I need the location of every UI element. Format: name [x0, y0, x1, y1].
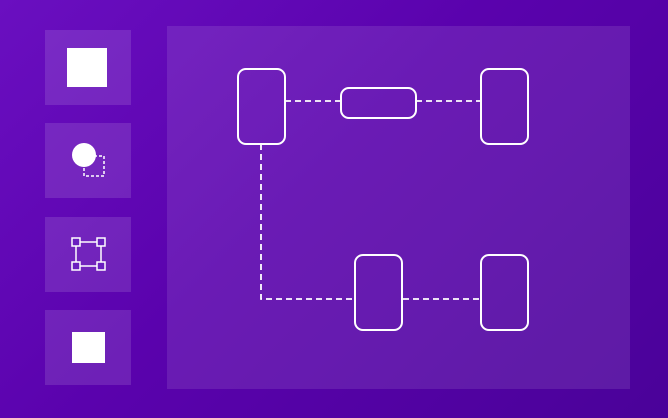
node-top-right[interactable]: [480, 68, 529, 145]
rectangle-tool-button[interactable]: [45, 30, 131, 105]
circle-square-icon: [72, 143, 105, 177]
square-icon: [67, 48, 107, 87]
connector-top-left-to-bottom-middle: [260, 144, 355, 300]
node-bottom-middle[interactable]: [354, 254, 403, 331]
node-top-left[interactable]: [237, 68, 286, 145]
square-icon: [72, 332, 105, 363]
shape-tool-button[interactable]: [45, 123, 131, 198]
transform-handles-icon: [71, 237, 106, 271]
node-bottom-right[interactable]: [480, 254, 529, 331]
node-top-center[interactable]: [340, 87, 417, 119]
small-rectangle-tool-button[interactable]: [45, 310, 131, 385]
select-transform-tool-button[interactable]: [45, 217, 131, 292]
diagram-canvas[interactable]: [167, 26, 630, 389]
